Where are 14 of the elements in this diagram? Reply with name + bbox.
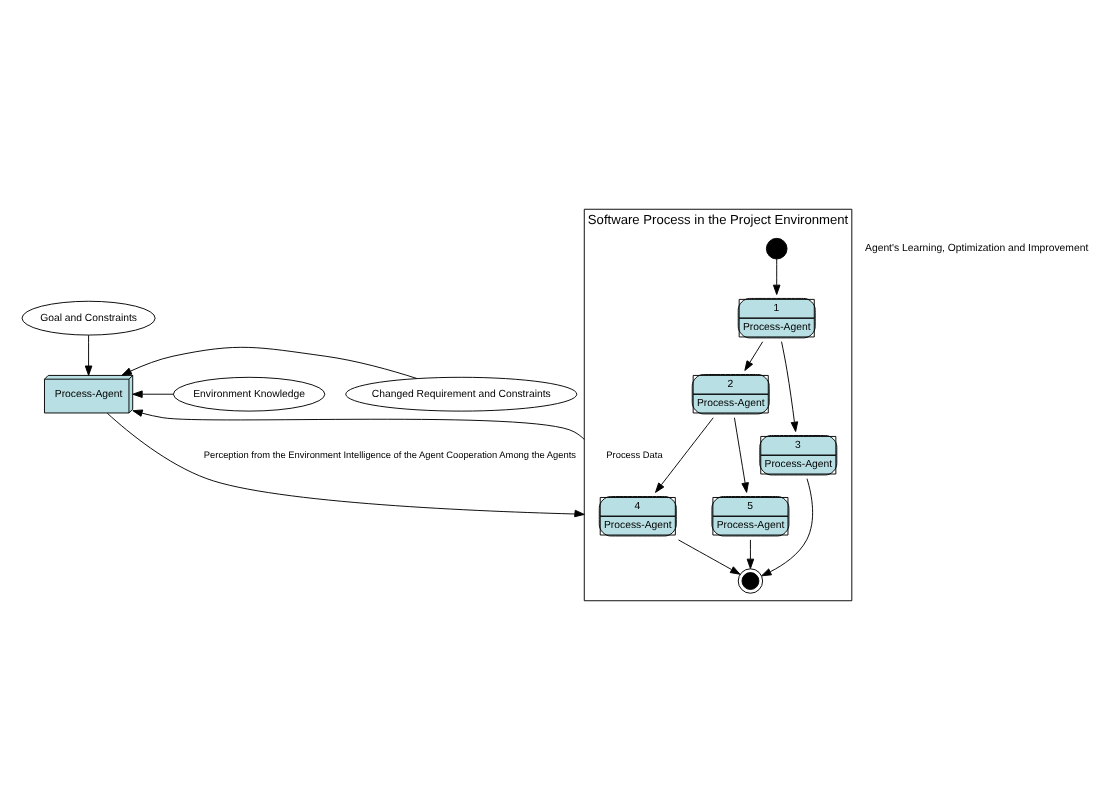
arrow [132, 409, 585, 440]
arrow [733, 417, 749, 493]
arrow [744, 341, 764, 371]
node-circle [765, 237, 788, 260]
arrow [132, 390, 174, 398]
arrow [761, 478, 814, 577]
arrow [781, 341, 799, 432]
arrow [677, 539, 741, 575]
arrow [106, 412, 585, 518]
arrow [121, 346, 418, 379]
arrow [746, 539, 755, 569]
arrow [84, 334, 93, 376]
arrow [655, 417, 714, 493]
arrow [772, 258, 781, 295]
